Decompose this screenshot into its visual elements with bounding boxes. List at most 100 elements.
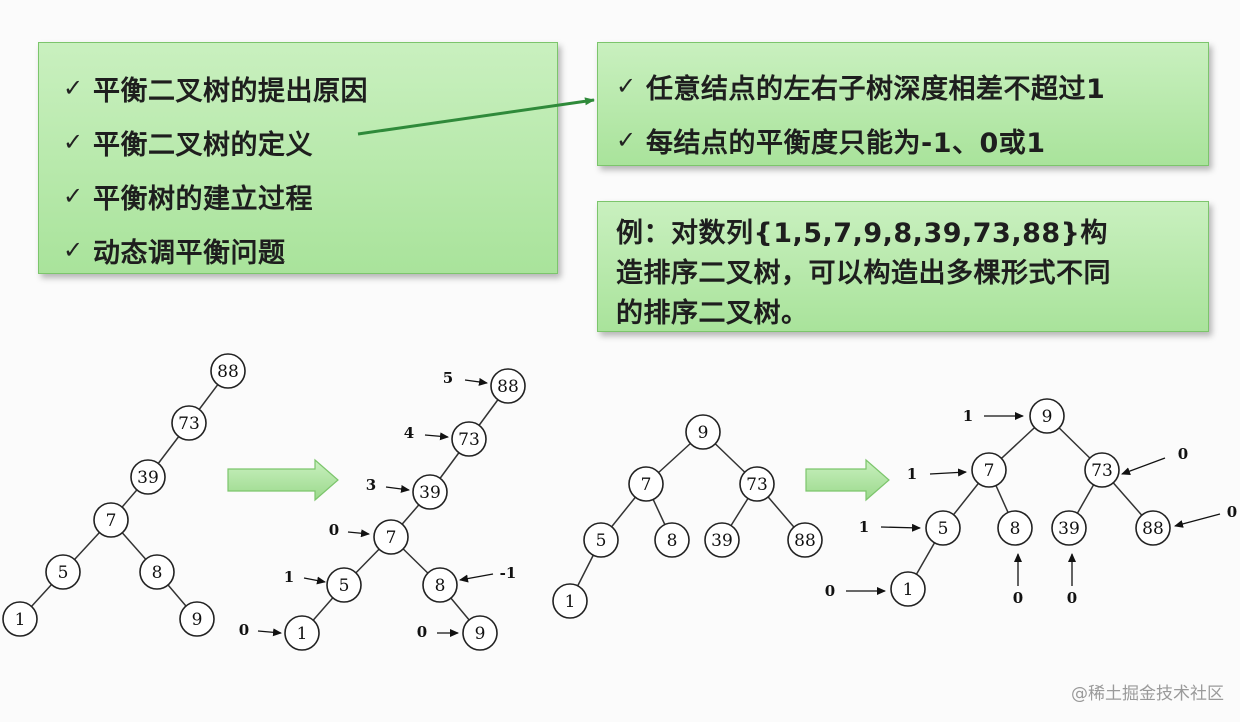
definition-pointer-arrow [357,97,595,136]
example-text: 例：对数列{1,5,7,9,8,39,73,88}构 造排序二叉树，可以构造出多… [616,214,1194,334]
node-value: 1 [297,624,308,644]
tree-node: 8 [422,567,458,603]
balance-factor-label: 5 [443,369,453,387]
tree-node: 5 [326,567,362,603]
tree-node: 7 [93,502,129,538]
balance-factor-label: 1 [859,518,869,536]
tree-node: 39 [412,474,448,510]
tree-node: 39 [704,522,740,558]
node-value: 8 [435,576,446,596]
balance-pointer-arrow [257,628,282,637]
balance-pointer-arrow [347,529,370,538]
balance-factor-label: 1 [284,568,294,586]
node-value: 1 [565,592,576,612]
balance-pointer-arrow [464,377,488,386]
balance-pointer-arrow [1174,513,1221,528]
node-value: 8 [152,563,163,583]
node-value: 88 [1142,519,1164,539]
balance-factor-label: -1 [500,564,517,582]
tree-node: 88 [210,353,246,389]
tree-node: 8 [997,510,1033,546]
tree-node: 88 [490,368,526,404]
check-icon: ✓ [63,182,84,210]
node-value: 1 [15,610,26,630]
node-value: 39 [1058,519,1080,539]
watermark: @稀土掘金技术社区 [1071,684,1224,704]
balance-factor-label: 0 [239,621,249,639]
balance-factor-label: 4 [404,424,414,442]
node-value: 88 [497,377,519,397]
balance-factor-label: 0 [1227,503,1237,521]
tree-node: 9 [179,601,215,637]
node-value: 9 [698,423,709,443]
topic-label: 平衡二叉树的定义 [93,129,313,161]
tree-node: 5 [925,510,961,546]
tree-node: 73 [171,405,207,441]
check-icon: ✓ [63,128,84,156]
tree-node: 8 [139,554,175,590]
tree-node: 7 [373,519,409,555]
node-value: 88 [794,531,816,551]
node-value: 9 [475,624,486,644]
tree-node: 7 [628,466,664,502]
tree-node: 39 [130,459,166,495]
node-value: 5 [596,531,607,551]
tree-3: 9 7 73 5 8 39 88 1 [552,414,823,619]
node-value: 39 [137,468,159,488]
check-icon: ✓ [616,126,637,154]
node-value: 5 [58,563,69,583]
balance-factor-label: 1 [907,465,917,483]
tree-node: 39 [1051,510,1087,546]
balance-pointer-arrow [385,484,410,493]
tree-node: 1 [284,615,320,651]
rule-item: ✓每结点的平衡度只能为-1、0或1 [616,113,1208,167]
node-value: 7 [984,461,995,481]
topic-label: 动态调平衡问题 [93,237,286,269]
node-value: 73 [746,475,768,495]
node-value: 7 [386,528,397,548]
definition-box: ✓ 任意结点的左右子树深度相差不超过1 ✓每结点的平衡度只能为-1、0或1 [597,42,1209,166]
tree-node: 73 [1084,452,1120,488]
tree-node: 9 [685,414,721,450]
balance-factor-label: 0 [329,521,339,539]
topic-label: 平衡二叉树的提出原因 [93,75,368,107]
balance-pointer-arrow [459,573,494,583]
tree-node: 1 [552,583,588,619]
balance-factor-label: 0 [1013,589,1023,607]
node-value: 8 [667,531,678,551]
node-value: 7 [106,511,117,531]
node-value: 7 [641,475,652,495]
balance-factor-label: 0 [1067,589,1077,607]
node-value: 73 [178,414,200,434]
balance-pointer-arrow [880,523,921,532]
tree-node: 88 [1135,510,1171,546]
node-value: 1 [903,580,914,600]
balance-factor-label: 3 [366,476,376,494]
transform-arrow-1 [227,458,339,502]
check-icon: ✓ [63,74,84,102]
tree-node: 9 [1029,398,1065,434]
topic-item: ✓ 平衡二叉树的提出原因 [63,61,557,115]
balance-factor-label: 1 [963,407,973,425]
balance-factor-label: 0 [417,623,427,641]
node-value: 9 [192,610,203,630]
rule-label: 任意结点的左右子树深度相差不超过1 [646,73,1106,105]
tree-node: 8 [654,522,690,558]
tree-node: 1 [890,571,926,607]
balance-pointer-arrow [424,432,449,441]
tree-node: 88 [787,522,823,558]
node-value: 39 [419,483,441,503]
tree-node: 7 [971,452,1007,488]
tree-node: 9 [462,615,498,651]
node-value: 5 [339,576,350,596]
balance-factor-label: 0 [825,582,835,600]
tree-node: 1 [2,601,38,637]
topic-label: 平衡树的建立过程 [93,183,313,215]
check-icon: ✓ [63,236,84,264]
balance-pointer-arrow [303,576,326,585]
node-value: 39 [711,531,733,551]
transform-arrow-2 [805,458,890,502]
example-line: 的排序二叉树。 [616,298,809,329]
